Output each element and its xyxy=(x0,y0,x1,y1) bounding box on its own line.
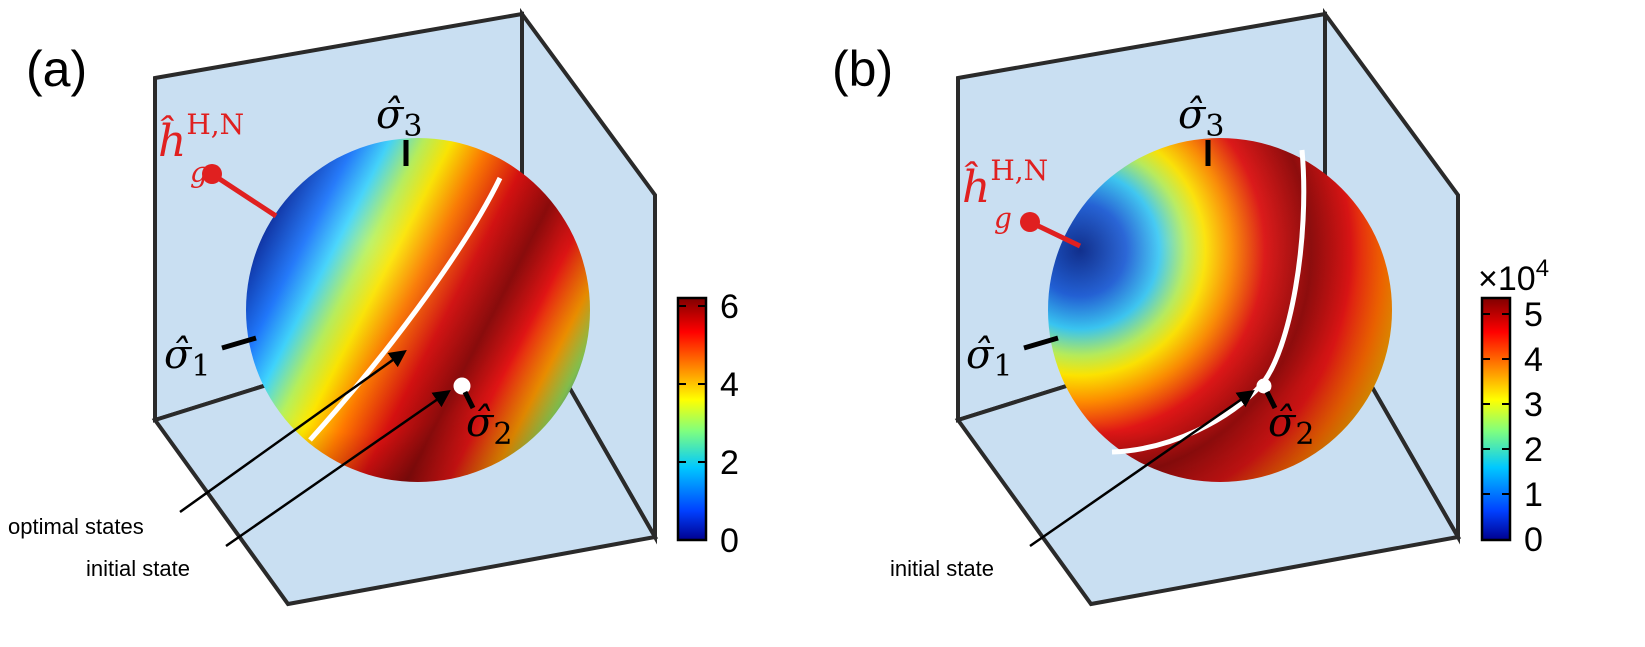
sigma3-label-a: σ̂3 xyxy=(376,92,422,144)
sigma1-label-a: σ̂1 xyxy=(164,332,210,384)
cbar-tick-a-6: 6 xyxy=(720,288,739,326)
h-label-a: ĥH,N xyxy=(158,108,244,167)
cbar-tick-b-1: 1 xyxy=(1524,476,1543,514)
initial-state-arrow-b xyxy=(1029,390,1255,548)
cbar-tick-b-3: 3 xyxy=(1524,386,1543,424)
sigma2-tick-a xyxy=(462,390,476,410)
h-arrow-a xyxy=(202,164,278,219)
h-label-sub-a: g xyxy=(190,156,208,189)
initial-state-marker-a xyxy=(453,377,471,395)
h-label-b: ĥH,N xyxy=(962,154,1048,213)
h-label-sub-b: g xyxy=(994,202,1012,235)
sigma1-label-b: σ̂1 xyxy=(966,332,1012,384)
optimal-states-text: optimal states xyxy=(8,514,144,539)
sigma1-tick-b xyxy=(1023,335,1059,351)
sigma2-label-b: σ̂2 xyxy=(1268,400,1314,452)
colorbar-b xyxy=(1480,296,1512,542)
cbar-tick-a-4: 4 xyxy=(720,366,739,404)
colorbar-a xyxy=(676,296,708,542)
initial-state-text-b: initial state xyxy=(890,556,994,581)
sigma2-label-a: σ̂2 xyxy=(466,400,512,452)
panel-a: (a) σ̂3 σ̂1 σ̂2 ĥH,N g optimal states in… xyxy=(8,7,739,607)
cbar-tick-a-2: 2 xyxy=(720,444,739,482)
cbar-tick-b-0: 0 xyxy=(1524,521,1543,559)
initial-state-arrow-a xyxy=(225,390,451,548)
h-arrow-b xyxy=(1020,212,1082,249)
cbar-tick-a-0: 0 xyxy=(720,522,739,560)
sigma3-label-b: σ̂3 xyxy=(1178,92,1224,144)
panel-label-a: (a) xyxy=(26,41,87,97)
colorbar-ticks-a xyxy=(678,305,706,463)
sphere-shading-b xyxy=(1048,138,1392,482)
initial-state-text-a: initial state xyxy=(86,556,190,581)
sigma2-tick-b xyxy=(1264,390,1278,410)
cbar-tick-b-4: 4 xyxy=(1524,341,1543,379)
cbar-tick-b-5: 5 xyxy=(1524,296,1543,334)
cbar-multiplier-b: ×104 xyxy=(1478,255,1549,298)
panel-label-b: (b) xyxy=(832,41,893,97)
sigma1-tick-a xyxy=(221,335,257,351)
initial-state-marker-b xyxy=(1256,378,1272,394)
colorbar-ticks-b xyxy=(1482,313,1510,495)
panel-b: (b) σ̂3 σ̂1 σ̂2 ĥH,N g initial state ×10… xyxy=(832,7,1549,607)
cbar-tick-b-2: 2 xyxy=(1524,431,1543,469)
optimal-states-arrow-a xyxy=(179,349,407,514)
optimal-states-curve-a xyxy=(308,176,503,442)
